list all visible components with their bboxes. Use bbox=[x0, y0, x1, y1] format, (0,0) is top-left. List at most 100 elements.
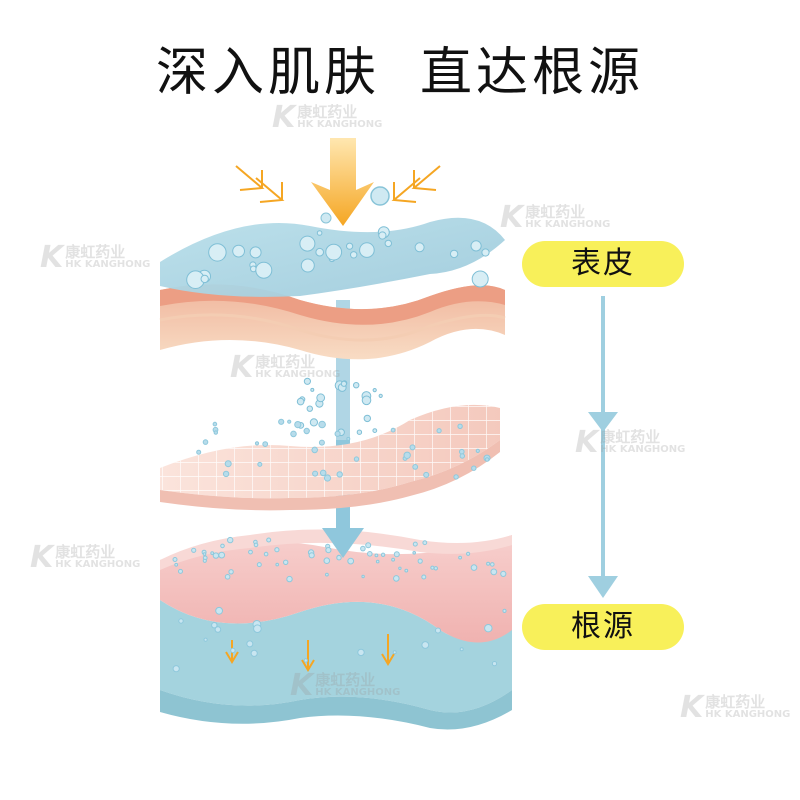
bubble-icon bbox=[227, 536, 234, 544]
bubble-icon bbox=[500, 570, 507, 578]
bubble-icon bbox=[325, 243, 343, 261]
bubble-icon bbox=[486, 561, 491, 566]
bubble-icon bbox=[318, 420, 326, 429]
bubble-icon bbox=[316, 393, 326, 403]
bubble-icon bbox=[218, 551, 226, 559]
bubble-icon bbox=[172, 557, 178, 562]
bubble-icon bbox=[412, 551, 417, 555]
bubble-icon bbox=[490, 562, 495, 567]
chevron-arrow-right-icon bbox=[391, 165, 441, 203]
bubble-icon bbox=[203, 637, 208, 642]
bubble-icon bbox=[361, 574, 365, 579]
bubble-icon bbox=[311, 446, 319, 454]
bubble-icon bbox=[309, 418, 318, 427]
bubble-icon bbox=[393, 551, 400, 558]
bubble-icon bbox=[380, 552, 386, 557]
bubble-icon bbox=[316, 230, 323, 236]
bubble-icon bbox=[318, 439, 325, 446]
bubble-icon bbox=[470, 240, 482, 252]
bubble-icon bbox=[294, 421, 302, 429]
title-part-2: 直达根源 bbox=[420, 43, 645, 103]
bubble-icon bbox=[398, 566, 402, 570]
bubble-icon bbox=[230, 647, 236, 654]
bubble-icon bbox=[430, 565, 435, 570]
bubble-icon bbox=[310, 387, 315, 392]
bubble-icon bbox=[228, 569, 234, 575]
bubble-icon bbox=[250, 649, 258, 657]
epidermis-layer bbox=[159, 284, 506, 360]
bubble-icon bbox=[457, 423, 463, 429]
title-part-1: 深入肌肤 bbox=[155, 43, 380, 103]
bubble-icon bbox=[211, 622, 218, 629]
bubble-icon bbox=[266, 537, 272, 543]
bubble-icon bbox=[202, 439, 209, 445]
bubble-icon bbox=[202, 558, 207, 563]
bubble-icon bbox=[353, 456, 360, 462]
bubble-icon bbox=[246, 640, 254, 648]
bubble-icon bbox=[453, 474, 459, 480]
bubble-icon bbox=[360, 545, 366, 552]
bubble-icon bbox=[459, 647, 464, 652]
bubble-icon bbox=[378, 231, 387, 240]
bubble-icon bbox=[491, 661, 498, 667]
bubble-icon bbox=[458, 555, 463, 560]
bubble-icon bbox=[375, 559, 380, 564]
bubble-icon bbox=[208, 243, 227, 262]
bubble-icon bbox=[178, 568, 183, 574]
big-down-arrow-icon bbox=[311, 138, 374, 226]
bubble-icon bbox=[212, 421, 218, 427]
bubble-icon bbox=[365, 542, 372, 549]
bubble-icon bbox=[412, 541, 418, 547]
bubble-icon bbox=[224, 460, 232, 468]
bubble-icon bbox=[222, 470, 230, 478]
bubble-icon bbox=[459, 448, 465, 455]
bubble-icon bbox=[262, 441, 269, 448]
page-title: 深入肌肤直达根源 bbox=[0, 30, 800, 105]
bubble-icon bbox=[202, 552, 207, 556]
bubble-icon bbox=[319, 469, 327, 477]
bubble-icon bbox=[391, 557, 396, 562]
bubble-icon bbox=[412, 464, 419, 470]
bubble-icon bbox=[300, 258, 315, 273]
bubble-icon bbox=[392, 650, 397, 655]
bubble-icon bbox=[346, 242, 354, 250]
bubble-icon bbox=[215, 606, 224, 615]
bubble-icon bbox=[274, 547, 280, 553]
bubble-icon bbox=[308, 552, 315, 559]
bubble-icon bbox=[484, 457, 490, 462]
bubble-icon bbox=[471, 465, 477, 471]
chevron-arrow-left-icon bbox=[235, 165, 285, 203]
bubble-icon bbox=[287, 419, 292, 424]
bubble-icon bbox=[312, 470, 319, 477]
bubble-icon bbox=[174, 562, 179, 567]
bubble-icon bbox=[370, 186, 390, 206]
bubble-icon bbox=[255, 261, 273, 279]
deep-skin-block bbox=[160, 529, 512, 730]
bubble-icon bbox=[378, 393, 383, 398]
side-down-arrow bbox=[588, 296, 618, 598]
bubble-icon bbox=[484, 624, 493, 633]
bubble-icon bbox=[481, 248, 490, 257]
bubble-icon bbox=[356, 429, 363, 435]
bubble-icon bbox=[422, 540, 428, 546]
bubble-icon bbox=[196, 449, 202, 455]
bubble-icon bbox=[347, 557, 355, 565]
bubble-icon bbox=[334, 430, 341, 437]
bubble-icon bbox=[254, 441, 260, 446]
bubble-icon bbox=[350, 251, 358, 259]
bubble-icon bbox=[263, 551, 269, 557]
bubble-icon bbox=[253, 624, 262, 634]
bubble-icon bbox=[323, 474, 332, 482]
bubble-icon bbox=[459, 453, 465, 459]
bubble-icon bbox=[213, 430, 219, 435]
bubble-icon bbox=[336, 555, 342, 561]
bubbles bbox=[172, 226, 507, 673]
bubble-icon bbox=[275, 562, 280, 567]
bubble-icon bbox=[212, 552, 220, 559]
bubble-icon bbox=[471, 270, 489, 288]
bubble-icon bbox=[374, 553, 379, 558]
bubble-icon bbox=[436, 428, 442, 434]
bubble-icon bbox=[372, 428, 378, 434]
bubble-icon bbox=[449, 249, 459, 259]
